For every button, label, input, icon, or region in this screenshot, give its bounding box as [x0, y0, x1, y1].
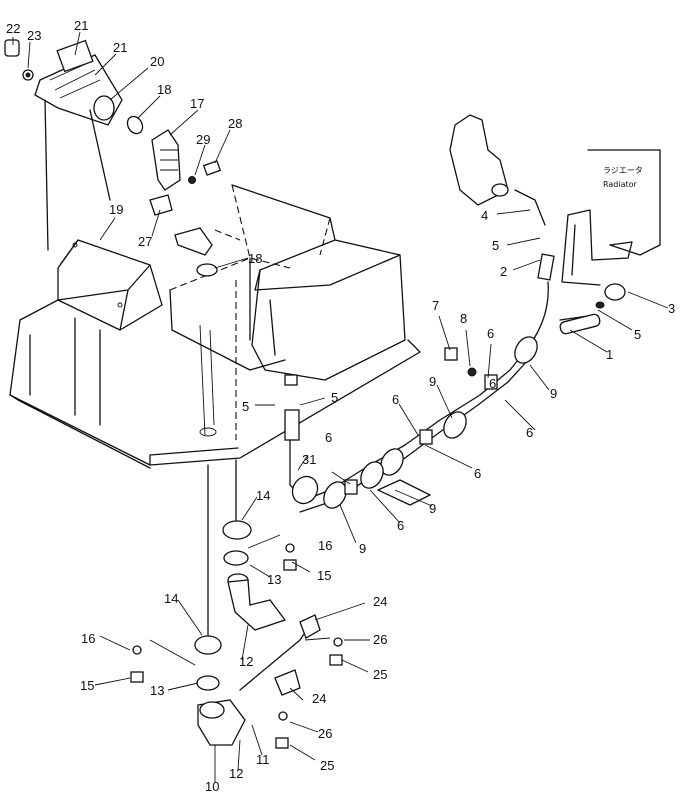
radiator-note-japanese: ラジエータ [603, 166, 643, 175]
callout-16b: 16 [81, 631, 95, 646]
callout-21a: 21 [74, 18, 88, 33]
callout-24b: 24 [312, 691, 326, 706]
callout-25a: 25 [373, 667, 387, 682]
callout-16a: 16 [318, 538, 332, 553]
callout-2: 2 [500, 264, 507, 279]
callout-5d: 5 [331, 390, 338, 405]
callout-9b: 9 [550, 386, 557, 401]
callout-19: 19 [109, 202, 123, 217]
callout-9d: 9 [359, 541, 366, 556]
callout-15a: 15 [317, 568, 331, 583]
callout-27: 27 [138, 234, 152, 249]
intake-hose-parts [126, 115, 222, 277]
callout-17: 17 [190, 96, 204, 111]
callout-3: 3 [668, 301, 675, 316]
callout-5b: 5 [634, 327, 641, 342]
callout-6a: 6 [487, 326, 494, 341]
callout-6d: 6 [325, 430, 332, 445]
battery-box [57, 239, 163, 331]
callout-6g: 6 [489, 376, 496, 391]
callout-20: 20 [150, 54, 164, 69]
callout-labels: 22 23 21 21 20 18 17 28 29 19 27 18 4 5 … [6, 18, 675, 793]
pipe-route [284, 336, 538, 513]
thermostat-housing [449, 114, 546, 226]
callout-26b: 26 [318, 726, 332, 741]
callout-6e: 6 [474, 466, 481, 481]
callout-11: 11 [256, 752, 270, 767]
engine-block [169, 184, 406, 440]
callout-9a: 9 [429, 374, 436, 389]
callout-13a: 13 [267, 572, 281, 587]
callout-12b: 12 [229, 766, 243, 781]
callout-13b: 13 [150, 683, 164, 698]
callout-14b: 14 [164, 591, 178, 606]
hose-assembly [529, 253, 626, 346]
callout-29: 29 [196, 132, 210, 147]
callout-5a: 5 [492, 238, 499, 253]
air-cleaner [34, 39, 123, 251]
callout-25b: 25 [320, 758, 334, 773]
callout-6c: 6 [526, 425, 533, 440]
callout-23: 23 [27, 28, 41, 43]
callout-15b: 15 [80, 678, 94, 693]
callout-31: 31 [302, 452, 316, 467]
callout-5c: 5 [242, 399, 249, 414]
callout-6b: 6 [392, 392, 399, 407]
callout-14a: 14 [256, 488, 270, 503]
callout-7: 7 [432, 298, 439, 313]
callout-10: 10 [205, 779, 219, 793]
callout-24a: 24 [373, 594, 387, 609]
radiator-note-english: Radiator [603, 180, 638, 189]
callout-4: 4 [481, 208, 488, 223]
callout-8: 8 [460, 311, 467, 326]
callout-6f: 6 [397, 518, 404, 533]
lower-drain-assembly [130, 459, 343, 749]
callout-21b: 21 [113, 40, 127, 55]
callout-9c: 9 [429, 501, 436, 516]
callout-18a: 18 [157, 82, 171, 97]
small-hardware [4, 39, 477, 377]
callout-12a: 12 [239, 654, 253, 669]
callout-28: 28 [228, 116, 242, 131]
callout-1: 1 [606, 347, 613, 362]
leader-lines [12, 31, 669, 783]
callout-26a: 26 [373, 632, 387, 647]
callout-22: 22 [6, 21, 20, 36]
radiator: ラジエータ Radiator [561, 149, 661, 286]
callout-18b: 18 [248, 251, 262, 266]
frame-plate [9, 299, 421, 469]
